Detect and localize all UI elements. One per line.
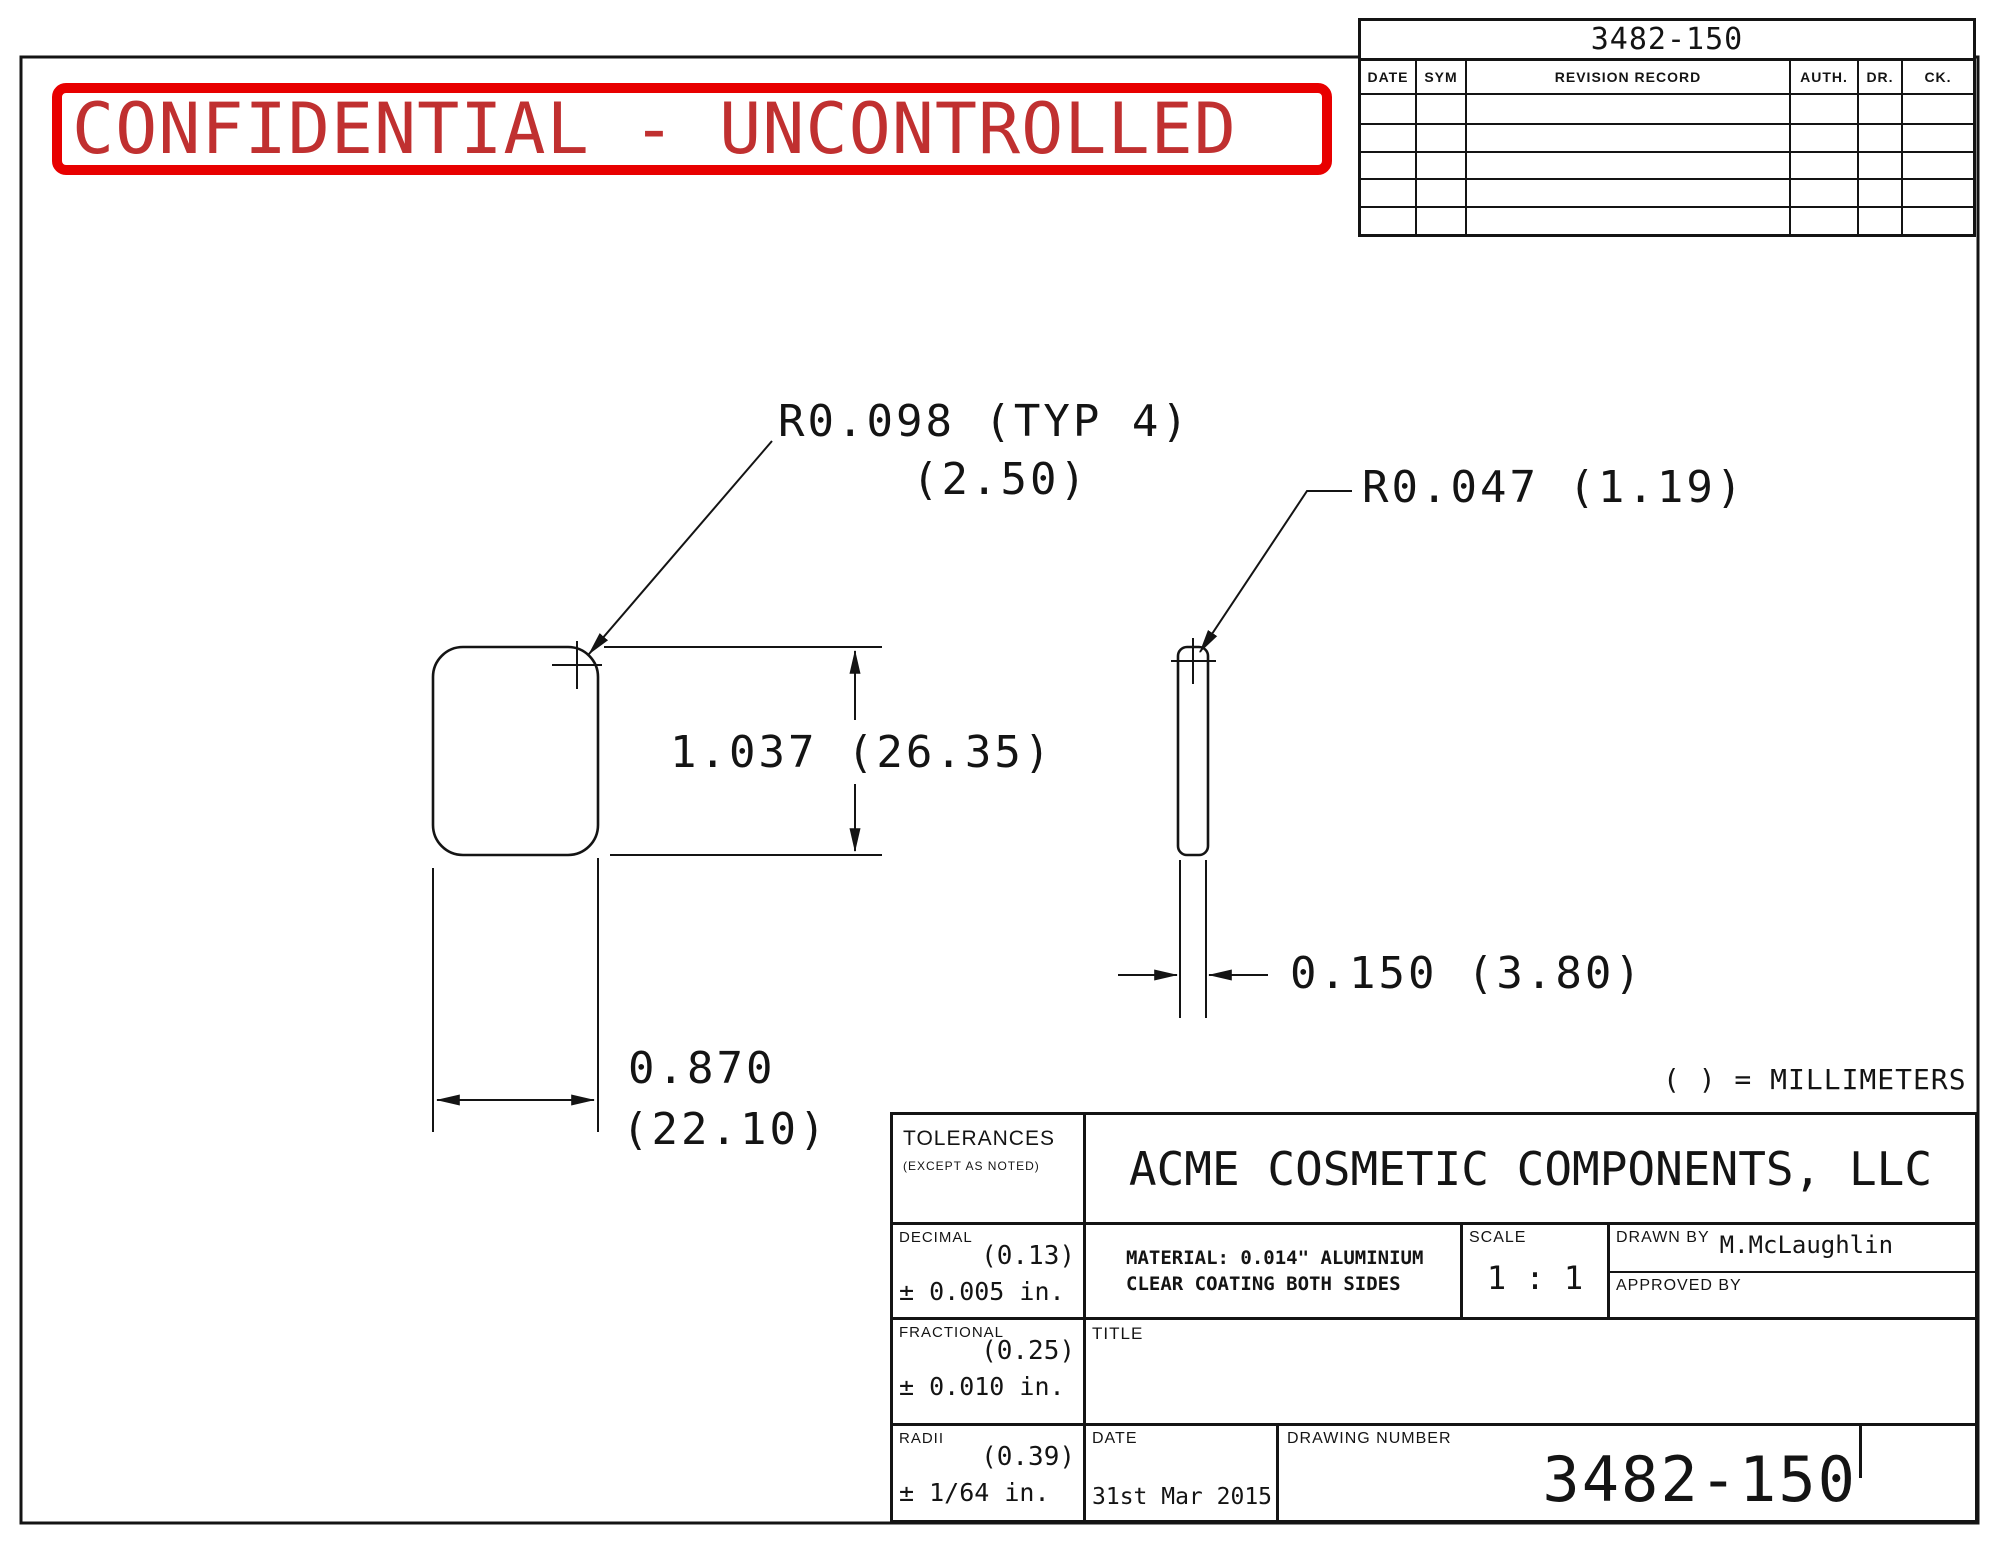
tolerances-title: TOLERANCES xyxy=(903,1127,1055,1150)
revision-col-dr: DR. xyxy=(1859,61,1903,93)
drawing-number-cell: DRAWING NUMBER 3482-150 xyxy=(1279,1426,1975,1520)
drawing-number-label: DRAWING NUMBER xyxy=(1287,1430,1452,1447)
corner-radius-leader xyxy=(588,440,773,655)
approved-by-row: APPROVED BY xyxy=(1610,1273,1975,1317)
units-note: ( ) = MILLIMETERS xyxy=(1663,1063,1967,1096)
revision-column-headers: DATE SYM REVISION RECORD AUTH. DR. CK. xyxy=(1361,61,1973,95)
scale-label: SCALE xyxy=(1469,1229,1527,1246)
revision-col-record: REVISION RECORD xyxy=(1467,61,1791,93)
tolerance-label: FRACTIONAL xyxy=(899,1324,1005,1341)
divider xyxy=(1361,178,1973,181)
edge-radius-text: R0.047 (1.19) xyxy=(1362,462,1745,513)
tolerances-subtitle: (EXCEPT AS NOTED) xyxy=(903,1159,1040,1173)
confidential-stamp-text: CONFIDENTIAL - UNCONTROLLED xyxy=(72,88,1237,170)
title-cell: TITLE xyxy=(1086,1320,1975,1426)
tolerance-value: ± 0.010 in. xyxy=(899,1372,1065,1401)
material-scale-row: MATERIAL: 0.014" ALUMINIUM CLEAR COATING… xyxy=(1086,1225,1975,1320)
tolerance-label: DECIMAL xyxy=(899,1229,973,1246)
material-cell: MATERIAL: 0.014" ALUMINIUM CLEAR COATING… xyxy=(1086,1225,1463,1317)
date-cell: DATE 31st Mar 2015 xyxy=(1086,1426,1279,1520)
revision-col-date: DATE xyxy=(1361,61,1417,93)
tolerance-row-decimal: DECIMAL (0.13) ± 0.005 in. xyxy=(893,1225,1083,1320)
drawn-by-row: DRAWN BY M.McLaughlin xyxy=(1610,1225,1975,1273)
height-dimension-text: 1.037 (26.35) xyxy=(670,727,1053,778)
tolerances-header: TOLERANCES (EXCEPT AS NOTED) xyxy=(893,1115,1083,1225)
divider xyxy=(1415,95,1417,234)
height-dimension xyxy=(604,646,882,856)
width-dimension-inches-text: 0.870 xyxy=(628,1043,775,1094)
revision-col-ck: CK. xyxy=(1924,69,1952,85)
tolerance-mm: (0.13) xyxy=(981,1241,1075,1271)
divider xyxy=(1789,95,1791,234)
tolerances-column: TOLERANCES (EXCEPT AS NOTED) DECIMAL (0.… xyxy=(893,1115,1086,1520)
front-view xyxy=(431,641,602,857)
revision-empty-rows xyxy=(1361,95,1973,234)
tolerance-label: RADII xyxy=(899,1430,945,1447)
corner-radius-mm-text: (2.50) xyxy=(912,454,1089,505)
scale-value: 1 : 1 xyxy=(1486,1259,1584,1297)
radius-center-cross xyxy=(552,641,602,689)
date-label: DATE xyxy=(1092,1430,1138,1447)
width-dimension-mm-text: (22.10) xyxy=(622,1104,828,1155)
tolerance-value: ± 1/64 in. xyxy=(899,1478,1050,1507)
revision-part-number: 3482-150 xyxy=(1361,21,1973,61)
signatures-cell: DRAWN BY M.McLaughlin APPROVED BY xyxy=(1610,1225,1975,1317)
divider xyxy=(1901,95,1903,234)
revision-col-auth: AUTH. xyxy=(1791,61,1859,93)
divider xyxy=(1857,95,1859,234)
tolerance-mm: (0.25) xyxy=(981,1336,1075,1366)
divider xyxy=(1361,206,1973,209)
material-line2: CLEAR COATING BOTH SIDES xyxy=(1126,1273,1401,1295)
scale-cell: SCALE 1 : 1 xyxy=(1463,1225,1610,1317)
date-number-row: DATE 31st Mar 2015 DRAWING NUMBER 3482-1… xyxy=(1086,1426,1975,1520)
corner-radius-text: R0.098 (TYP 4) xyxy=(778,396,1191,447)
title-block: TOLERANCES (EXCEPT AS NOTED) DECIMAL (0.… xyxy=(890,1112,1978,1523)
edge-radius-leader xyxy=(1199,490,1352,653)
tolerance-mm: (0.39) xyxy=(981,1442,1075,1472)
revision-table: 3482-150 DATE SYM REVISION RECORD AUTH. … xyxy=(1358,18,1976,237)
divider xyxy=(1361,122,1973,125)
thickness-dimension-text: 0.150 (3.80) xyxy=(1290,948,1644,999)
divider xyxy=(1361,150,1973,153)
divider xyxy=(1859,1426,1862,1478)
company-name: ACME COSMETIC COMPONENTS, LLC xyxy=(1086,1115,1975,1225)
width-dimension xyxy=(432,858,599,1132)
material-line1: MATERIAL: 0.014" ALUMINIUM xyxy=(1126,1247,1424,1269)
tolerance-value: ± 0.005 in. xyxy=(899,1277,1065,1306)
drawing-number-value: 3482-150 xyxy=(1542,1443,1857,1516)
drawn-by-label: DRAWN BY xyxy=(1616,1229,1710,1246)
date-value: 31st Mar 2015 xyxy=(1092,1484,1273,1510)
confidential-stamp: CONFIDENTIAL - UNCONTROLLED xyxy=(52,83,1332,175)
radius-center-cross xyxy=(1171,638,1216,684)
side-view xyxy=(1171,638,1216,1018)
tolerance-row-fractional: FRACTIONAL (0.25) ± 0.010 in. xyxy=(893,1320,1083,1426)
revision-col-sym: SYM xyxy=(1417,61,1467,93)
front-view-outline xyxy=(431,645,600,857)
tolerance-row-radii: RADII (0.39) ± 1/64 in. xyxy=(893,1426,1083,1520)
sheet-border xyxy=(19,55,1980,1525)
approved-by-label: APPROVED BY xyxy=(1616,1277,1742,1294)
title-label: TITLE xyxy=(1092,1324,1144,1343)
drawn-by-name: M.McLaughlin xyxy=(1719,1231,1894,1259)
extension-line xyxy=(1179,860,1207,1018)
divider xyxy=(1465,95,1467,234)
